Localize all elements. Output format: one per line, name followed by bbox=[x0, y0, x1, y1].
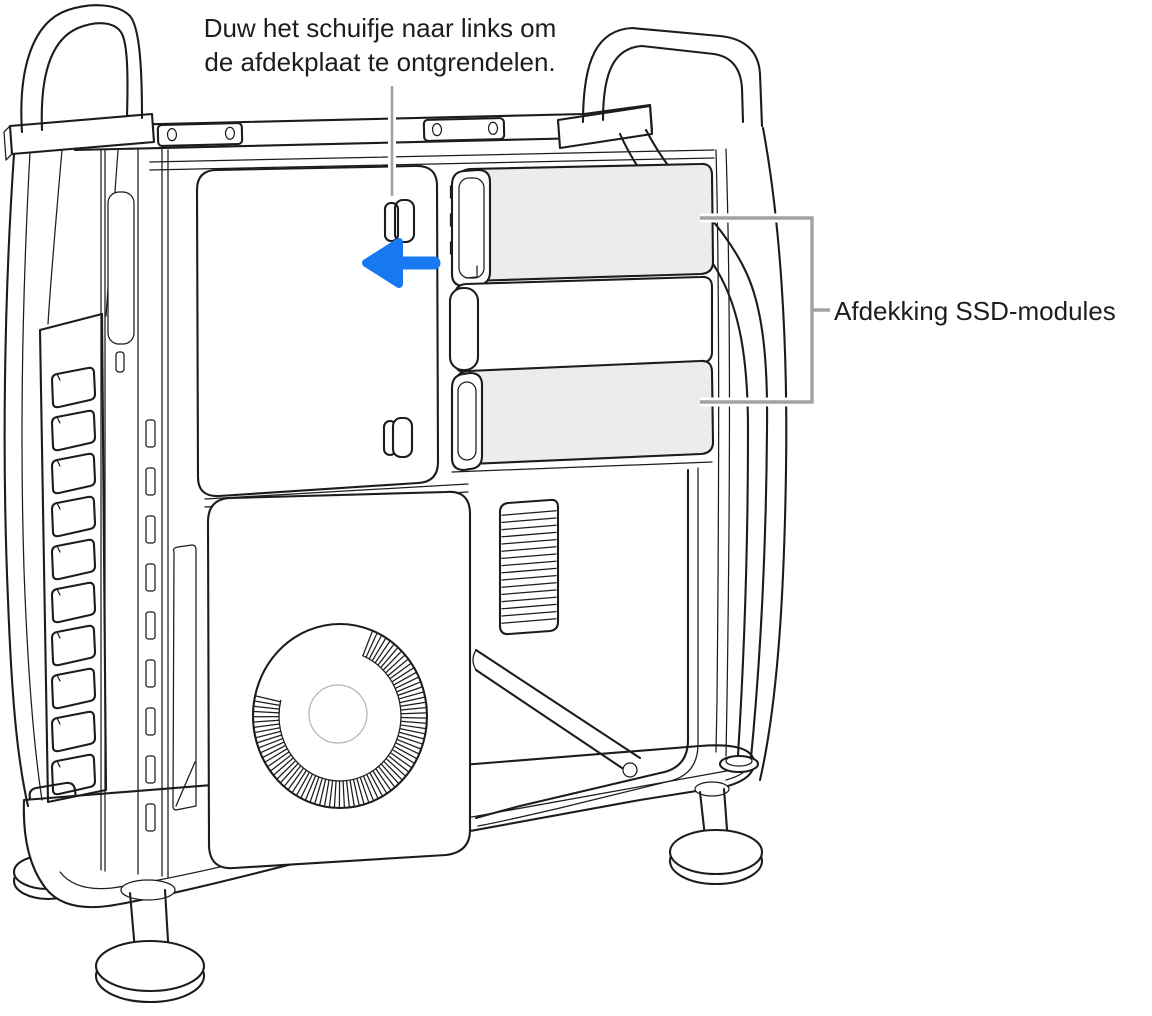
vent-slot-column bbox=[145, 419, 156, 832]
foot-front-left bbox=[94, 879, 206, 1004]
slider-instruction-caption: Duw het schuifje naar links om de afdekp… bbox=[150, 11, 610, 79]
vent-grille bbox=[498, 498, 560, 636]
ssd-cover-label: Afdekking SSD-modules bbox=[834, 296, 1116, 326]
pcie-tab-stack bbox=[50, 366, 97, 796]
psu-panel bbox=[206, 490, 472, 870]
rail-mount-plate-left bbox=[156, 122, 244, 147]
dimm-door bbox=[195, 164, 440, 498]
ssd-bracket bbox=[700, 213, 830, 407]
handle-mount-right bbox=[556, 104, 654, 150]
lower-enclosure bbox=[204, 467, 699, 870]
door-latch-slider bbox=[383, 198, 416, 244]
right-handle bbox=[581, 26, 764, 128]
caption-line-2: de afdekplaat te ontgrendelen. bbox=[204, 47, 556, 77]
door-latch-bottom bbox=[382, 416, 414, 459]
fan bbox=[251, 622, 429, 810]
fan-fins bbox=[253, 631, 427, 808]
annotation-graphics bbox=[362, 86, 830, 407]
rail-mount-plate-right bbox=[422, 117, 506, 142]
left-frame-structure bbox=[3, 147, 197, 878]
left-arrow-icon bbox=[362, 238, 441, 288]
diagonal-duct bbox=[472, 648, 642, 778]
foot-front-right bbox=[668, 781, 764, 886]
ssd-cover-top bbox=[449, 162, 715, 288]
caption-line-1: Duw het schuifje naar links om bbox=[203, 13, 557, 43]
ssd-cover-bottom bbox=[450, 359, 715, 472]
ssd-cover-middle bbox=[448, 275, 714, 374]
ssd-covers bbox=[448, 162, 715, 473]
left-handle bbox=[20, 4, 144, 134]
top-rail bbox=[3, 103, 715, 171]
